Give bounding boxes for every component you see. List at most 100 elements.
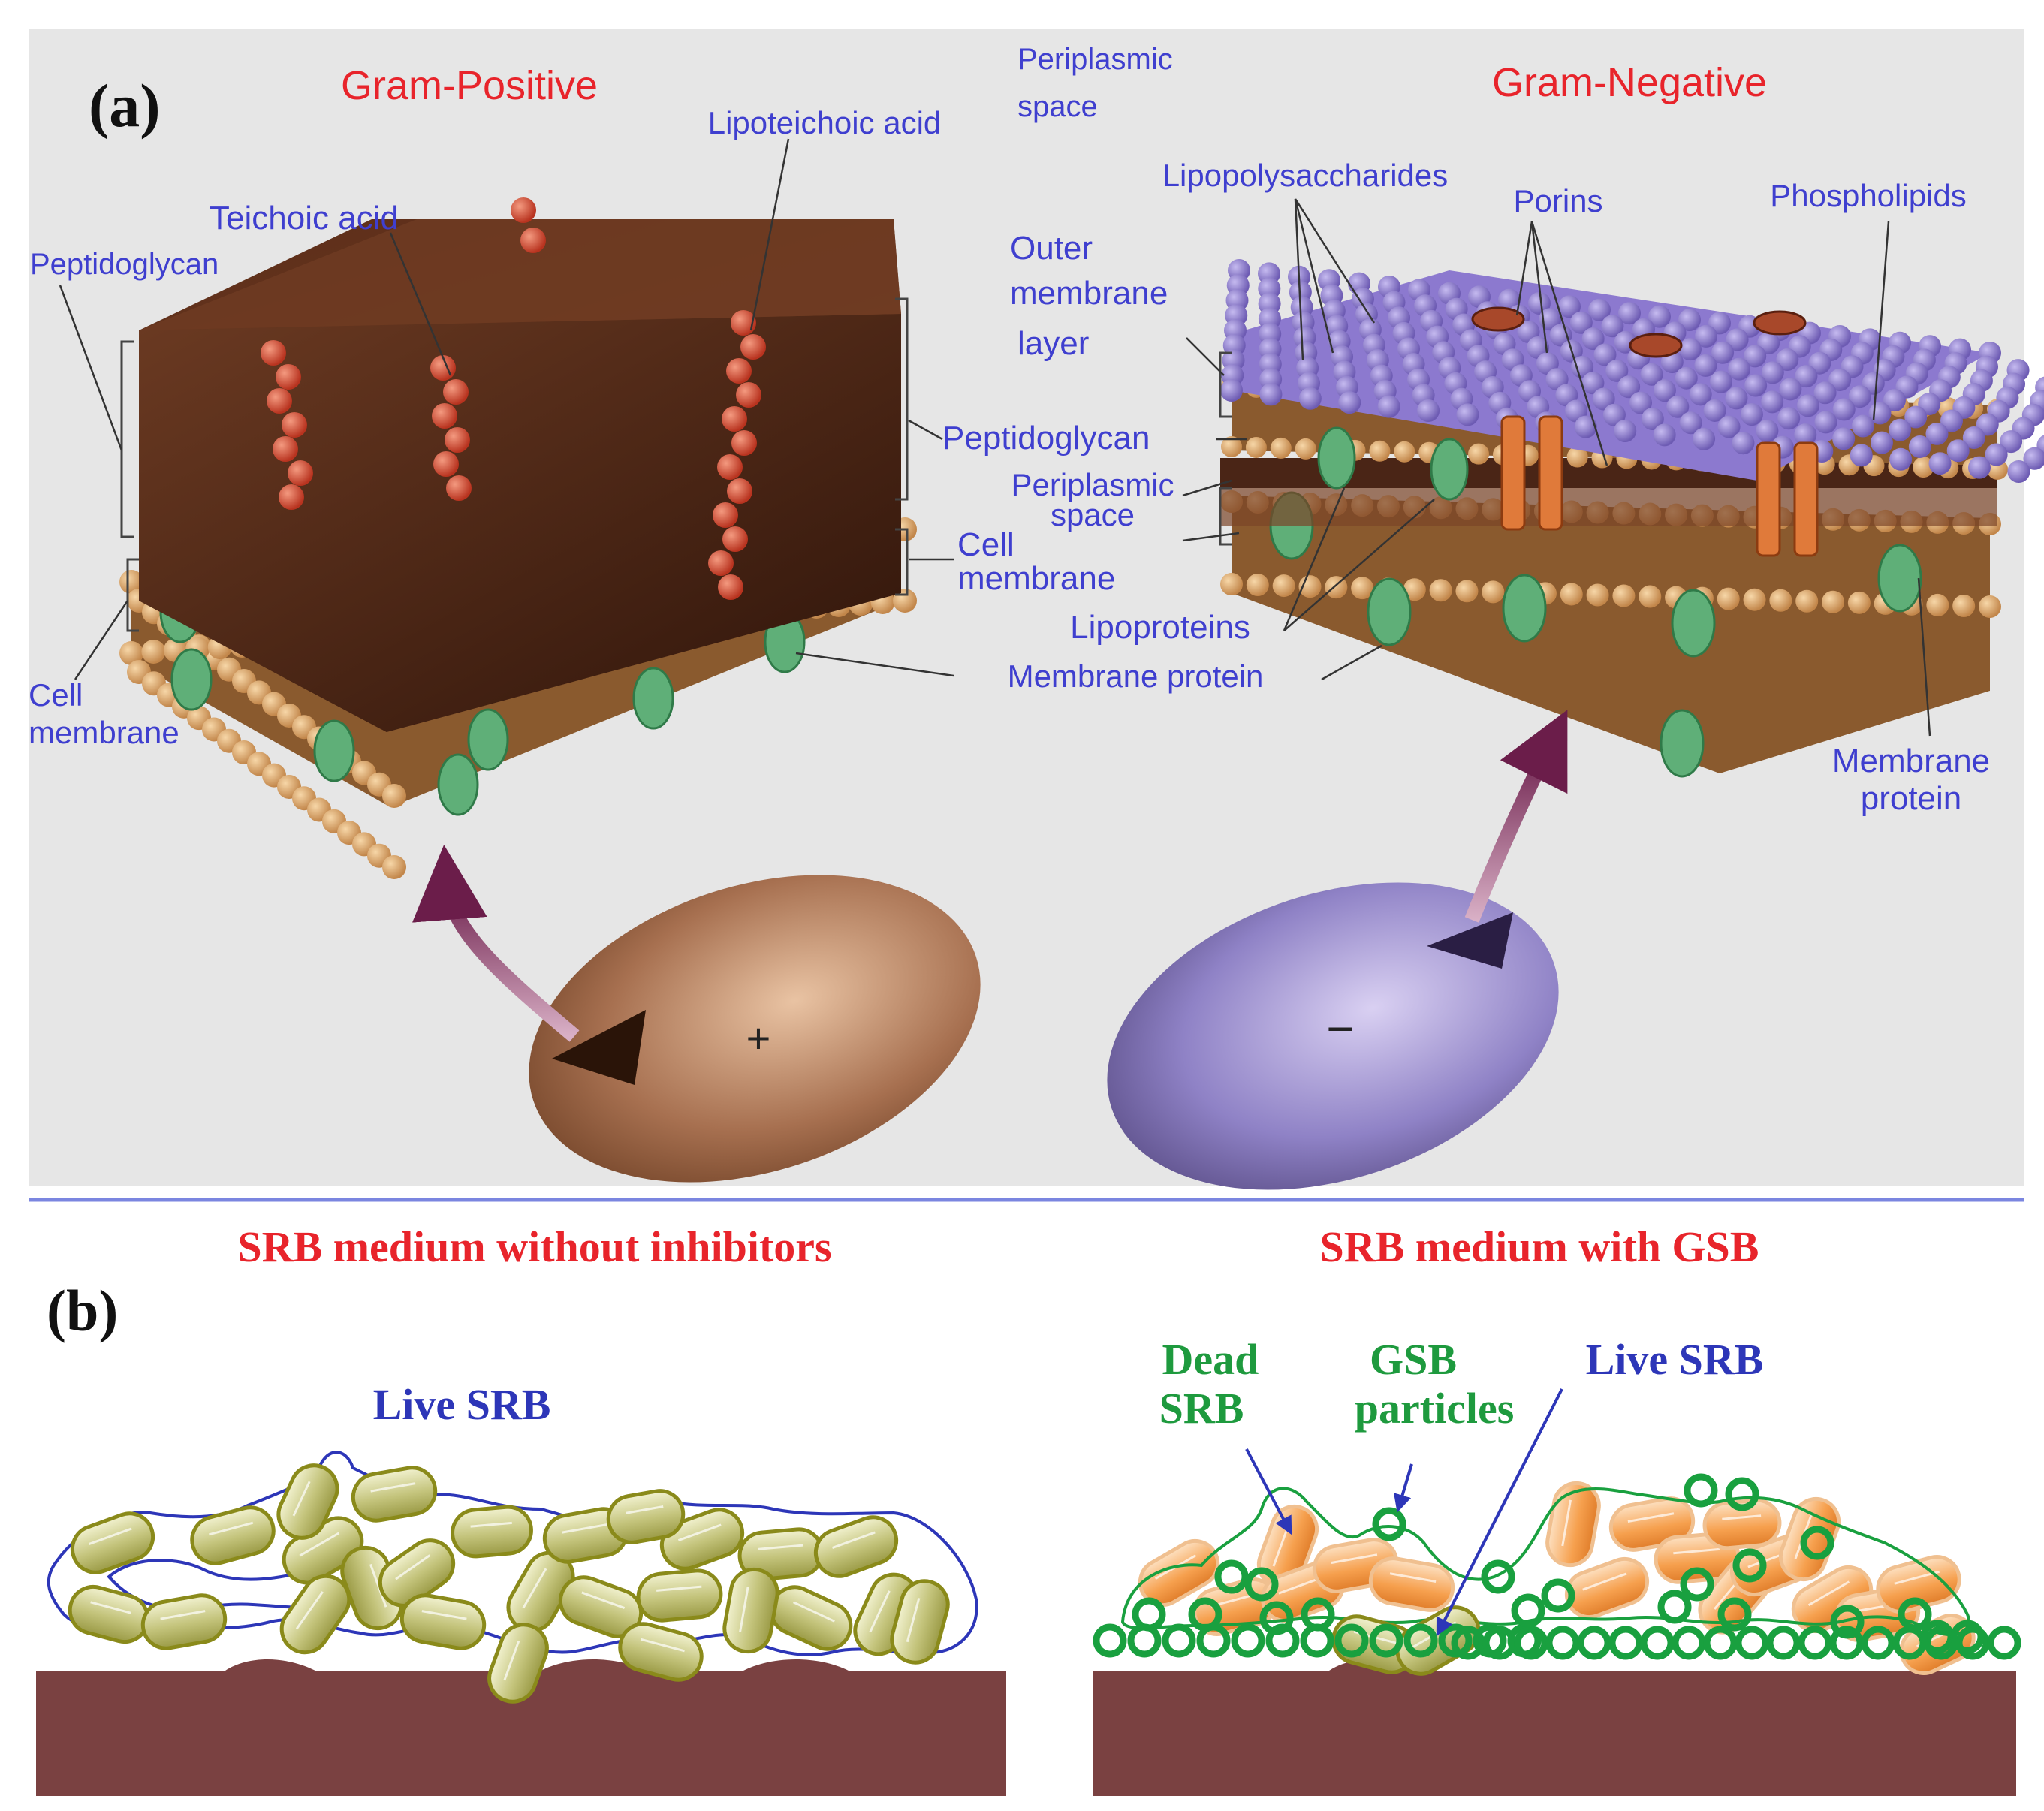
minus-sign-icon: − — [1326, 1002, 1354, 1056]
gsb-particle-ring — [1640, 1626, 1675, 1660]
left-live-srb-cells — [68, 1463, 950, 1704]
lps-bead — [1832, 398, 1856, 421]
porin-channels — [1471, 306, 1819, 557]
lps-bead — [1776, 348, 1799, 372]
gsb-particle-ring — [1861, 1626, 1895, 1660]
lps-bead — [1417, 399, 1440, 422]
lps-bead — [1732, 432, 1755, 455]
live-srb-rod-highlight — [160, 1610, 206, 1620]
dead-srb-rod-highlight — [1627, 1512, 1675, 1523]
membrane-protein — [1877, 544, 1922, 613]
phospholipid-head — [1769, 589, 1792, 612]
gsb-particles — [1093, 1473, 2021, 1660]
gsb-particle-ring — [1188, 1597, 1222, 1632]
lps-bead — [1648, 305, 1671, 328]
label-cell-membrane-left-2: membrane — [29, 715, 179, 750]
lps-bead — [1629, 391, 1652, 414]
lps-bead — [2023, 447, 2044, 470]
gsb-particle-ring — [1735, 1626, 1769, 1660]
teichoic-acid-bead — [727, 478, 752, 504]
lps-bead — [1694, 354, 1717, 377]
lps-bead — [1744, 345, 1767, 368]
gsb-particle-ring — [1127, 1623, 1162, 1658]
live-srb-rod-highlight — [581, 1591, 626, 1609]
live-srb-rod-body — [558, 1575, 644, 1638]
live-srb-rod — [140, 1593, 228, 1650]
live-srb-rod — [618, 1622, 704, 1682]
live-srb-rod-highlight — [209, 1521, 254, 1536]
lps-bead — [1904, 405, 1928, 429]
lps-bead — [1558, 295, 1581, 318]
dead-srb-rod-highlight — [1331, 1553, 1378, 1564]
teichoic-acid-bead — [520, 228, 546, 253]
gsb-particle-ring — [1482, 1626, 1517, 1660]
phospholipid-head — [119, 570, 143, 594]
teichoic-acid-bead — [443, 379, 469, 405]
gsb-particle-ring — [1657, 1590, 1692, 1624]
dead-srb-rod-body — [1368, 1556, 1455, 1612]
phospholipid-head — [1245, 436, 1267, 458]
lps-bead — [1828, 368, 1852, 391]
gsb-particle-ring — [1541, 1578, 1575, 1613]
gsb-particle-ring — [1766, 1626, 1801, 1660]
lps-bead — [1794, 423, 1817, 447]
lps-bead — [1338, 391, 1361, 414]
lps-bead — [1870, 431, 1893, 454]
gram-negative-wall — [1219, 259, 2044, 778]
lps-bead — [1883, 389, 1906, 412]
live-srb-rod-highlight — [395, 1554, 431, 1580]
phospholipid-head — [1566, 446, 1588, 468]
dead-srb-rod-highlight — [1722, 1514, 1762, 1520]
phospholipid-head — [1221, 436, 1242, 457]
lps-bead — [1377, 395, 1400, 418]
teichoic-acid-bead — [708, 550, 734, 576]
gram-positive-cell-body — [529, 875, 981, 1183]
lps-bead — [1740, 403, 1763, 426]
label-cell-membrane-left-1: Cell — [29, 677, 83, 713]
live-srb-rod-highlight — [869, 1590, 891, 1633]
dead-srb-rod-highlight — [1582, 1572, 1627, 1591]
lps-bead — [1653, 379, 1676, 402]
lps-bead — [1695, 324, 1718, 348]
label-porins: Porins — [1513, 183, 1602, 218]
gsb-particle-ring — [1231, 1623, 1265, 1658]
lps-bead — [1653, 423, 1676, 447]
live-srb-rod — [487, 1623, 549, 1704]
live-srb-rod-highlight — [792, 1601, 835, 1623]
live-srb-rod-highlight — [739, 1587, 749, 1632]
teichoic-acid-bead — [717, 454, 743, 480]
cell-membrane-negative-bracket — [1219, 487, 1232, 546]
live-srb-rod-body — [140, 1593, 228, 1650]
teichoic-acid-bead — [726, 358, 752, 384]
gram-positive-title: Gram-Positive — [341, 63, 598, 108]
right-scene: Dead SRB GSB particles Live SRB — [1093, 1335, 2021, 1796]
gsb-particle-ring — [1725, 1477, 1759, 1511]
live-srb-rod-body — [378, 1538, 456, 1608]
porin-subunit — [1500, 415, 1526, 531]
gsb-particle-ring — [1244, 1567, 1279, 1602]
live-srb-rod — [70, 1511, 155, 1574]
teichoic-acid-chains — [261, 197, 766, 600]
label-membrane-protein-right-1: Membrane — [1832, 743, 1990, 779]
cell-membrane-left-bracket — [126, 558, 139, 632]
live-srb-rod — [190, 1505, 276, 1565]
gsb-particle-ring — [1481, 1559, 1515, 1594]
gsb-particle-ring — [1672, 1626, 1706, 1660]
live-srb-rod-body — [618, 1622, 704, 1682]
teichoic-acid-bead — [722, 526, 748, 552]
live-srb-rod-highlight — [522, 1568, 547, 1609]
label-periplasmic-top-1: Periplasmic — [1017, 43, 1173, 76]
teichoic-acid-bead — [740, 334, 766, 360]
lps-bead — [1581, 372, 1605, 395]
lps-bead — [1298, 387, 1322, 410]
gram-positive-cell: + — [412, 845, 981, 1183]
lps-bead — [1814, 411, 1837, 434]
label-lipoteichoic-acid: Lipoteichoic acid — [708, 105, 942, 140]
phospholipid-head — [1926, 593, 1949, 616]
gram-negative-cell-cutaway — [1427, 912, 1513, 969]
lps-bead — [1717, 415, 1741, 438]
live-srb-rod-highlight — [831, 1531, 876, 1549]
live-srb-rod-body — [487, 1623, 549, 1704]
live-srb-rod-body — [190, 1505, 276, 1565]
